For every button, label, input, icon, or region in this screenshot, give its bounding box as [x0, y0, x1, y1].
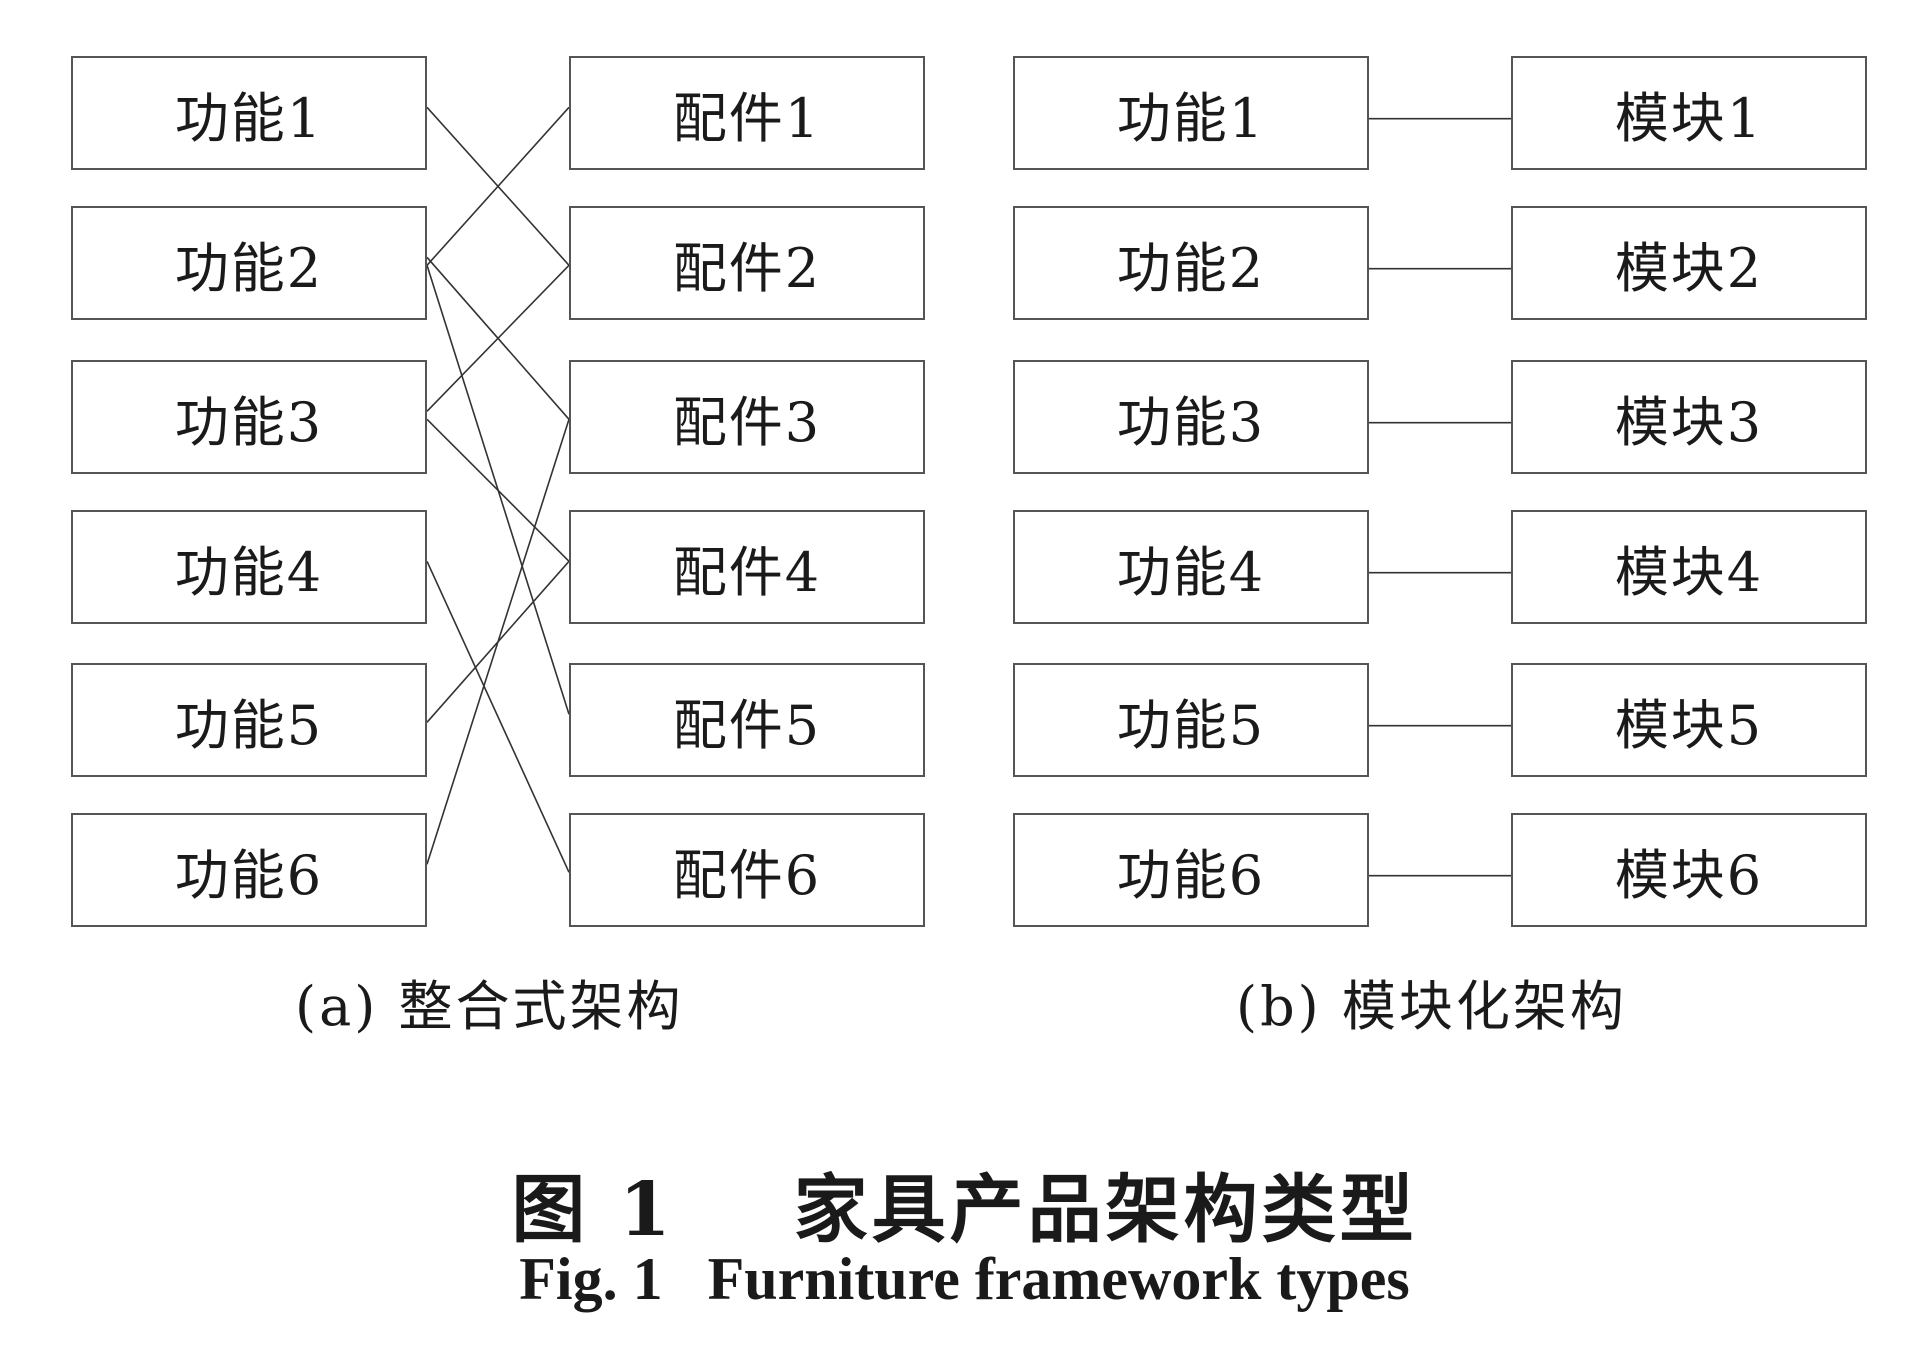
modular-function-4: 功能4: [1013, 510, 1369, 624]
integral-function-5: 功能5: [71, 663, 427, 777]
modular-function-3: 功能3: [1013, 360, 1369, 474]
modular-function-2: 功能2: [1013, 206, 1369, 320]
node-label: 功能2: [174, 236, 324, 300]
node-label: 模块3: [1614, 390, 1764, 454]
integral-link-f3-p4: [426, 418, 570, 562]
node-label: 模块2: [1614, 236, 1764, 300]
figure-title-en: Fig. 1 Furniture framework types: [519, 1246, 1410, 1312]
modular-module-4: 模块4: [1511, 510, 1867, 624]
modular-module-2: 模块2: [1511, 206, 1867, 320]
node-label: 配件5: [672, 693, 822, 757]
node-label: 配件6: [672, 843, 822, 907]
modular-function-6: 功能6: [1013, 813, 1369, 927]
integral-function-2: 功能2: [71, 206, 427, 320]
node-label: 功能4: [174, 540, 324, 604]
integral-caption: (a) 整合式架构: [295, 975, 684, 1038]
integral-link-f6-p3: [426, 419, 570, 865]
integral-function-1: 功能1: [71, 56, 427, 170]
node-label: 功能1: [174, 86, 324, 150]
modular-module-1: 模块1: [1511, 56, 1867, 170]
node-label: 功能3: [174, 390, 324, 454]
node-label: 配件1: [672, 86, 822, 150]
modular-module-5: 模块5: [1511, 663, 1867, 777]
node-label: 模块4: [1614, 540, 1764, 604]
integral-link-f3-p2: [426, 264, 570, 412]
integral-part-2: 配件2: [569, 206, 925, 320]
node-label: 功能4: [1116, 540, 1266, 604]
node-label: 模块5: [1614, 693, 1764, 757]
integral-link-f2-p1: [426, 106, 570, 266]
integral-function-4: 功能4: [71, 510, 427, 624]
integral-link-f4-p6: [426, 560, 570, 873]
integral-part-1: 配件1: [569, 56, 925, 170]
node-label: 功能6: [1116, 843, 1266, 907]
integral-part-5: 配件5: [569, 663, 925, 777]
modular-module-6: 模块6: [1511, 813, 1867, 927]
node-label: 功能5: [1116, 693, 1266, 757]
node-label: 模块1: [1614, 86, 1764, 150]
node-label: 配件3: [672, 390, 822, 454]
node-label: 模块6: [1614, 843, 1764, 907]
modular-module-3: 模块3: [1511, 360, 1867, 474]
modular-function-1: 功能1: [1013, 56, 1369, 170]
node-label: 功能5: [174, 693, 324, 757]
integral-part-6: 配件6: [569, 813, 925, 927]
node-label: 功能3: [1116, 390, 1266, 454]
node-label: 配件4: [672, 540, 822, 604]
node-label: 功能2: [1116, 236, 1266, 300]
node-label: 功能1: [1116, 86, 1266, 150]
integral-part-3: 配件3: [569, 360, 925, 474]
modular-caption: (b) 模块化架构: [1236, 975, 1627, 1038]
integral-function-6: 功能6: [71, 813, 427, 927]
figure-title-cn: 图 1 家具产品架构类型: [511, 1167, 1418, 1253]
integral-part-4: 配件4: [569, 510, 925, 624]
integral-function-3: 功能3: [71, 360, 427, 474]
node-label: 配件2: [672, 236, 822, 300]
modular-function-5: 功能5: [1013, 663, 1369, 777]
node-label: 功能6: [174, 843, 324, 907]
